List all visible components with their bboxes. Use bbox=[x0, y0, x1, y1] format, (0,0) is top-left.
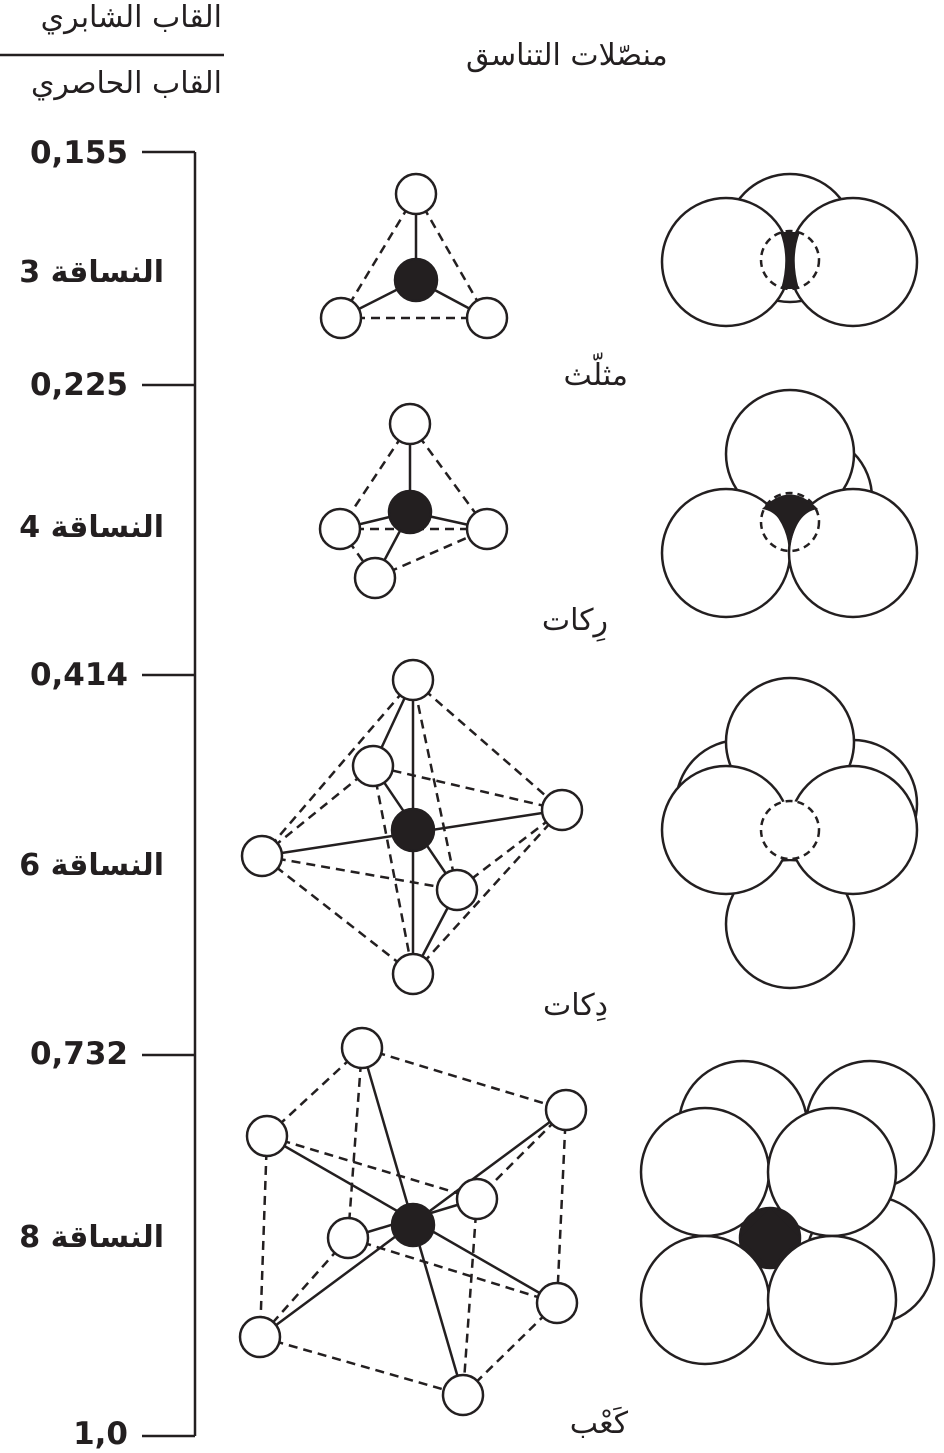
tick-0414: 0,414 bbox=[29, 657, 128, 693]
coordination-3-label: النساقة 3 bbox=[19, 255, 164, 290]
tetrahedron-polyhedron bbox=[318, 402, 509, 600]
polyhedron-cube-label: كَعْب bbox=[569, 1406, 628, 1441]
tetrahedron-packing bbox=[660, 388, 919, 619]
cube-packing bbox=[639, 1059, 936, 1366]
ratio-denominator: القاب الحاصري bbox=[30, 66, 222, 101]
triangle-packing bbox=[660, 172, 919, 328]
coordination-8-label: النساقة 8 bbox=[19, 1220, 164, 1255]
tick-0732: 0,732 bbox=[29, 1036, 128, 1072]
polyhedron-tetrahedron-label: رِكات bbox=[541, 603, 608, 638]
tick-10: 1,0 bbox=[73, 1416, 128, 1452]
polyhedron-octahedron-label: دِكات bbox=[542, 988, 608, 1023]
ratio-scale-axis bbox=[142, 150, 197, 1438]
polyhedron-triangle-label: مثلّث bbox=[563, 358, 628, 393]
column-title: منصّلات التناسق bbox=[466, 38, 668, 73]
octahedron-packing bbox=[660, 676, 919, 990]
tick-0225: 0,225 bbox=[29, 367, 128, 403]
tick-0155: 0,155 bbox=[29, 135, 128, 171]
cube-polyhedron bbox=[238, 1026, 588, 1417]
coordination-4-label: النساقة 4 bbox=[19, 510, 164, 545]
triangle-polyhedron bbox=[319, 172, 509, 340]
coordination-6-label: النساقة 6 bbox=[19, 848, 164, 883]
octahedron-polyhedron bbox=[240, 658, 584, 996]
ratio-numerator: القاب الشابري bbox=[40, 0, 222, 35]
